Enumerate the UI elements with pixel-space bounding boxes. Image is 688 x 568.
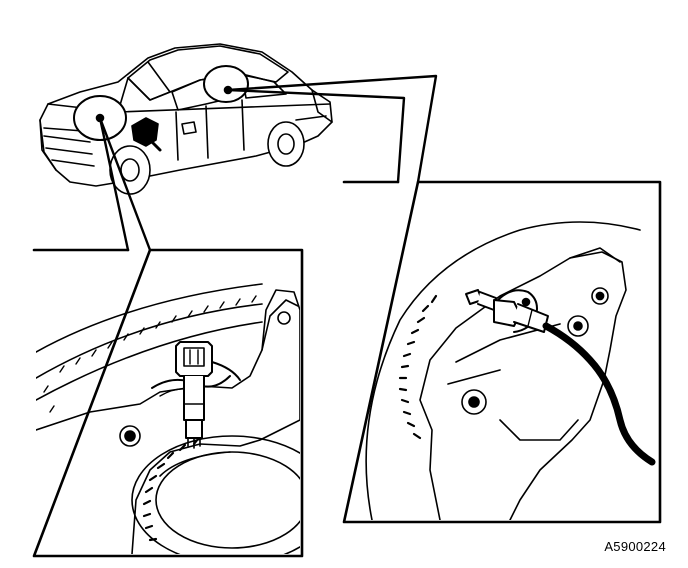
car-drawing	[39, 43, 333, 195]
front-sensor-detail-panel	[32, 248, 304, 558]
sensor-cable	[542, 322, 656, 466]
front-sensor	[151, 341, 241, 449]
rear-sensor	[465, 289, 549, 333]
figure-code-label: A5900224	[604, 539, 666, 554]
rear-sensor-detail-panel	[342, 180, 662, 524]
callout-lines	[98, 74, 438, 252]
